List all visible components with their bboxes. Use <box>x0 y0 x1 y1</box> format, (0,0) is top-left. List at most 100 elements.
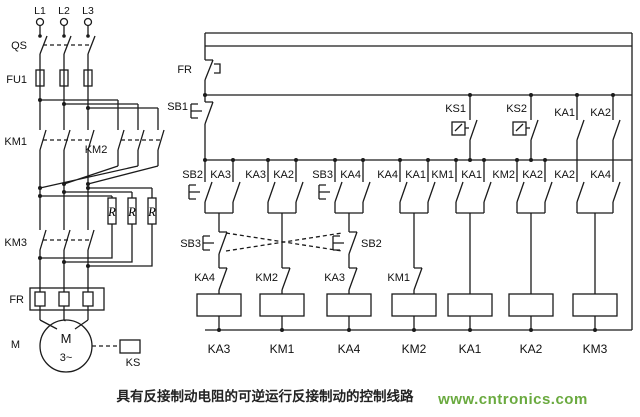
coil-label-ka3: KA3 <box>208 342 231 356</box>
pair-label-r2b: KA2 <box>273 169 294 181</box>
coil-km1 <box>259 293 305 317</box>
pair-label-r6a: KM2 <box>492 169 515 181</box>
coil-ka1 <box>447 293 493 317</box>
sb2-nc-button <box>332 231 358 255</box>
coil-ka4 <box>326 293 372 317</box>
fr-nc-contact <box>204 59 221 81</box>
terminal-l3 <box>83 17 93 27</box>
control-junction-dots <box>203 93 615 332</box>
coil-ka3 <box>196 293 242 317</box>
coil-label-ka1: KA1 <box>459 342 482 356</box>
fr-main-label: FR <box>9 294 24 306</box>
terminal-l2 <box>59 17 69 27</box>
ks1-branch <box>454 95 478 160</box>
ks2-branch <box>515 95 539 160</box>
terminal-l1 <box>35 17 45 27</box>
motor-ext-label: M <box>11 339 20 351</box>
pair-label-r3b: KA4 <box>340 169 361 181</box>
pair-label-r1a: SB2 <box>182 169 203 181</box>
sb3-start-actuator <box>318 184 326 200</box>
rung-pair-blades <box>204 181 621 203</box>
ka2-top-label: KA2 <box>590 107 611 119</box>
motor-m-label: M <box>61 331 72 346</box>
pair-label-r4a: KA4 <box>377 169 398 181</box>
km3-label: KM3 <box>4 237 27 249</box>
diagram-caption: 具有反接制动电阻的可逆运行反接制动的控制线路 <box>116 388 414 404</box>
coil-label-km3: KM3 <box>583 342 608 356</box>
resistor-r2 <box>127 197 137 225</box>
qs-label: QS <box>11 40 27 52</box>
ks1-label: KS1 <box>445 103 466 115</box>
fr-heater-box <box>29 287 105 311</box>
fr-heater-a <box>34 291 46 307</box>
coil-label-km2: KM2 <box>402 342 427 356</box>
phase-crossover-wires <box>39 165 159 189</box>
speed-switch-box <box>119 339 141 354</box>
resistor-label-3: R <box>147 205 156 219</box>
pair-label-r6b: KA2 <box>522 169 543 181</box>
pair-label-r3a: SB3 <box>312 169 333 181</box>
km1-label: KM1 <box>4 136 27 148</box>
mechanical-links <box>43 44 161 347</box>
interlock-label-km1: KM1 <box>387 272 410 284</box>
pair-label-r5b: KA1 <box>461 169 482 181</box>
sb3-nc-button <box>202 231 228 255</box>
main-junction-dots <box>38 34 90 268</box>
ka2-top-branch <box>612 95 621 182</box>
ks2-label: KS2 <box>506 103 527 115</box>
rung-mid-wires <box>218 213 596 330</box>
fr-control-label: FR <box>177 64 192 76</box>
motor-phase-label: 3~ <box>60 352 73 364</box>
coil-km3 <box>572 293 618 317</box>
pair-label-r4b: KA1 <box>405 169 426 181</box>
rung-pair-leads <box>204 160 614 213</box>
sb3-mid-label: SB3 <box>180 238 201 250</box>
fr-heater-c <box>82 291 94 307</box>
resistor-taps <box>40 187 153 267</box>
fr-heater-b <box>58 291 70 307</box>
interlock-label-ka4: KA4 <box>194 272 215 284</box>
sb1-label: SB1 <box>167 101 188 113</box>
ks1-box <box>451 121 466 136</box>
sb2-start-actuator <box>188 184 196 200</box>
ka1-top-label: KA1 <box>554 107 575 119</box>
ka1-top-branch <box>576 95 585 182</box>
phase-label-l2: L2 <box>58 5 70 17</box>
km2-label: KM2 <box>85 144 108 156</box>
resistor-r3 <box>147 197 157 225</box>
pair-label-r5a: KM1 <box>431 169 454 181</box>
ks2-box <box>512 121 527 136</box>
sb1-nc-button <box>190 101 214 125</box>
ks-label: KS <box>126 357 141 369</box>
pair-label-r2a: KA3 <box>245 169 266 181</box>
pair-label-r7a: KA2 <box>554 169 575 181</box>
main-circuit-wiring <box>29 17 165 373</box>
resistor-r1 <box>107 197 117 225</box>
coil-label-ka4: KA4 <box>338 342 361 356</box>
control-dashed-links <box>196 110 531 252</box>
km2-branch-wires <box>40 99 159 166</box>
coil-km2 <box>391 293 437 317</box>
coil-label-ka2: KA2 <box>520 342 543 356</box>
coil-ka2 <box>508 293 554 317</box>
fuse-fu1-c <box>83 69 93 87</box>
control-rails <box>205 32 633 331</box>
fuse-fu1-a <box>35 69 45 87</box>
interlock-nc-contacts <box>218 267 423 291</box>
coil-label-km1: KM1 <box>270 342 295 356</box>
pair-label-r1b: KA3 <box>210 169 231 181</box>
fuse-fu1-b <box>59 69 69 87</box>
watermark: www.cntronics.com <box>437 391 588 408</box>
pair-label-r7b: KA4 <box>590 169 611 181</box>
phase-label-l1: L1 <box>34 5 46 17</box>
labels: L1 L2 L3 QS FU1 KM1 KM2 KM3 R R R FR M M… <box>4 5 611 408</box>
motor-symbol <box>39 319 93 373</box>
fu1-label: FU1 <box>6 74 27 86</box>
control-circuit-wiring <box>188 32 633 332</box>
interlock-label-km2: KM2 <box>255 272 278 284</box>
resistor-label-2: R <box>127 205 136 219</box>
resistor-label-1: R <box>107 205 116 219</box>
phase-label-l3: L3 <box>82 5 94 17</box>
